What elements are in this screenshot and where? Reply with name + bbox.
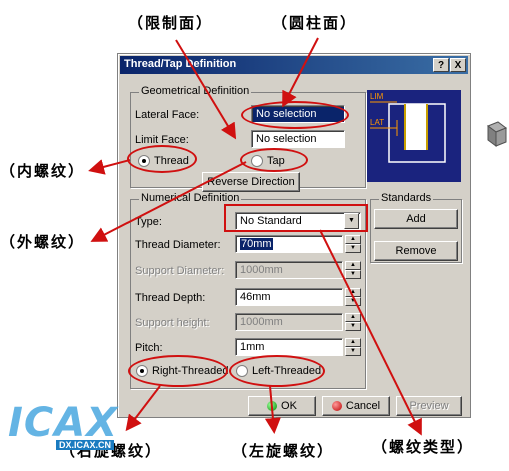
lim-label: LIM <box>370 92 384 101</box>
support-diameter-spinner: ▲▼ <box>345 261 361 279</box>
numerical-definition-title: Numerical Definition <box>139 192 242 204</box>
thread-depth-field[interactable]: 46mm <box>235 288 343 306</box>
highlight-right-threaded <box>128 355 228 387</box>
cube-icon <box>486 121 508 147</box>
support-diameter-label: Support Diameter: <box>135 265 225 277</box>
pitch-label: Pitch: <box>135 342 163 354</box>
type-label: Type: <box>135 216 162 228</box>
type-dropdown[interactable]: No Standard ▼ <box>235 212 361 230</box>
standards-group: Standards <box>370 192 462 263</box>
lat-label: LAT <box>370 118 385 127</box>
preview-button: Preview <box>396 396 462 416</box>
support-height-spinner: ▲▼ <box>345 313 361 331</box>
standards-title: Standards <box>379 192 434 204</box>
support-height-label: Support height: <box>135 317 210 329</box>
dialog-titlebar[interactable]: Thread/Tap Definition ? X <box>120 56 468 74</box>
chevron-down-icon[interactable]: ▼ <box>344 213 359 229</box>
geometrical-definition-title: Geometrical Definition <box>139 85 252 97</box>
limit-face-label: Limit Face: <box>135 134 189 146</box>
highlight-thread-radio <box>127 145 197 173</box>
support-height-field: 1000mm <box>235 313 343 331</box>
thread-diameter-spinner[interactable]: ▲▼ <box>345 235 361 253</box>
support-diameter-field: 1000mm <box>235 261 343 279</box>
annotation-internal-thread: （内螺纹） <box>0 162 86 180</box>
highlight-tap-radio <box>240 148 308 172</box>
thread-diagram-image: LIM LAT <box>367 90 461 182</box>
type-value: No Standard <box>240 215 302 227</box>
cancel-label: Cancel <box>345 400 381 412</box>
annotation-thread-type: （螺纹类型） <box>372 438 475 456</box>
annotation-external-thread: （外螺纹） <box>0 233 86 251</box>
limit-face-field[interactable]: No selection <box>251 130 345 148</box>
ok-label: OK <box>281 400 297 412</box>
thread-depth-label: Thread Depth: <box>135 292 206 304</box>
close-button[interactable]: X <box>450 58 466 72</box>
annotation-limit-face: （限制面） <box>128 14 214 32</box>
thread-diameter-value: 70mm <box>240 238 273 250</box>
help-button[interactable]: ? <box>433 58 449 72</box>
cancel-red-icon <box>331 401 342 412</box>
add-standard-button[interactable]: Add <box>374 209 458 229</box>
icax-logo: ICAX DX.ICAX.CN <box>8 400 158 460</box>
cancel-button[interactable]: Cancel <box>322 396 390 416</box>
thread-diameter-field[interactable]: 70mm <box>235 235 343 253</box>
icax-logo-text: ICAX <box>8 400 119 446</box>
highlight-left-threaded <box>229 355 325 387</box>
remove-standard-button[interactable]: Remove <box>374 241 458 261</box>
icax-url: DX.ICAX.CN <box>56 440 115 450</box>
reverse-direction-button[interactable]: Reverse Direction <box>202 172 300 192</box>
pitch-spinner[interactable]: ▲▼ <box>345 338 361 356</box>
thread-diameter-label: Thread Diameter: <box>135 239 221 251</box>
annotation-left-thread: （左旋螺纹） <box>232 442 335 460</box>
dialog-title: Thread/Tap Definition <box>124 58 237 70</box>
lateral-face-label: Lateral Face: <box>135 109 200 121</box>
highlight-type-dropdown <box>224 204 368 232</box>
annotation-cylinder-face: （圆柱面） <box>272 14 358 32</box>
numerical-definition-group: Numerical Definition <box>130 192 366 389</box>
